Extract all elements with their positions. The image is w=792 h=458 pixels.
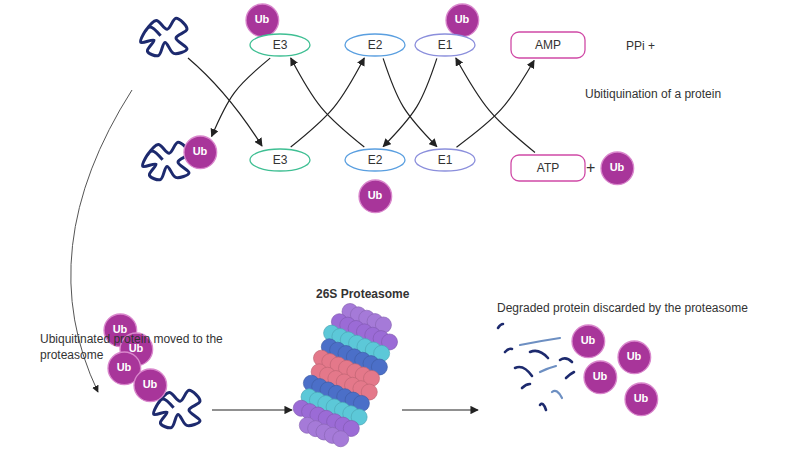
reaction-arrow <box>383 58 437 146</box>
node-label: Ub <box>455 14 470 25</box>
node-shape <box>415 34 475 56</box>
byproduct-label: PPi + <box>626 38 655 54</box>
node-label: Ub <box>193 146 208 157</box>
reaction-arrow <box>456 60 534 147</box>
node-label: Ub <box>143 379 158 390</box>
step-note: Degraded protein discarded by the protea… <box>497 300 748 316</box>
node-shape <box>134 369 167 402</box>
node-label: Ub <box>117 362 132 373</box>
ubiquitin-circle: Ub <box>571 324 606 359</box>
proteasome-26s <box>286 298 405 453</box>
step-note: Ubiquitinated protein moved to the prote… <box>40 331 240 363</box>
e1-enzyme: E1 <box>414 148 476 172</box>
protein <box>143 142 189 180</box>
arrow <box>212 409 292 410</box>
e1-enzyme: E1 <box>414 33 476 57</box>
node-label: Ub <box>634 393 649 404</box>
ubiquitin-circle: Ub <box>617 340 652 375</box>
e3-enzyme: E3 <box>249 33 311 57</box>
ubiquitin-circle: Ub <box>245 3 280 38</box>
arrow <box>402 409 478 410</box>
reaction-arrow <box>291 58 365 147</box>
node-label: AMP <box>535 39 561 51</box>
e3-enzyme: E3 <box>249 148 311 172</box>
node-shape <box>511 32 585 58</box>
plus-sign: + <box>586 157 595 179</box>
node-label: Ub <box>255 14 270 25</box>
node-label: ATP <box>537 162 559 174</box>
peptide-fragment <box>566 372 574 378</box>
node-shape <box>601 152 634 185</box>
ubiquitin-circle: Ub <box>183 135 218 170</box>
reaction-arrow <box>456 58 535 153</box>
process-title: Ubitiquination of a protein <box>585 86 721 102</box>
node-shape <box>511 155 585 181</box>
peptide-fragment <box>540 366 556 372</box>
node-label: Ub <box>610 162 625 173</box>
node-shape <box>359 180 392 213</box>
ubiquitin-circle: Ub <box>600 151 635 186</box>
node-label: Ub <box>627 351 642 362</box>
amp-box: AMP <box>510 31 586 59</box>
peptide-fragment <box>560 358 572 362</box>
proteasome-title: 26S Proteasome <box>316 286 409 302</box>
node-shape <box>415 149 475 171</box>
node-shape <box>618 341 651 374</box>
peptide-fragment <box>515 367 532 376</box>
atp-box: ATP <box>510 154 586 182</box>
proteasome-subunit <box>330 428 351 449</box>
ubiquitin-circle: Ub <box>133 368 168 403</box>
node-shape <box>250 149 310 171</box>
ubiquitin-circle: Ub <box>624 382 659 417</box>
node-shape <box>246 4 279 37</box>
reaction-arrow <box>212 58 271 136</box>
node-label: E2 <box>368 39 383 51</box>
node-label: Ub <box>593 371 608 382</box>
arrow <box>188 58 262 146</box>
node-shape <box>345 34 405 56</box>
peptide-fragment <box>552 391 562 398</box>
node-label: E1 <box>438 39 453 51</box>
node-shape <box>625 383 658 416</box>
ubiquitin-circle: Ub <box>358 179 393 214</box>
reaction-arrow <box>383 58 437 146</box>
node-shape <box>250 34 310 56</box>
node-shape <box>572 325 605 358</box>
ubiquitin-circle: Ub <box>445 3 480 38</box>
peptide-fragment <box>522 384 530 388</box>
node-shape <box>446 4 479 37</box>
protein <box>141 18 187 56</box>
node-label: E3 <box>273 39 288 51</box>
peptide-fragment <box>520 338 560 345</box>
reaction-arrow <box>291 58 365 147</box>
peptide-fragment <box>505 349 512 352</box>
node-label: E2 <box>368 154 383 166</box>
ubiquitin-circle: Ub <box>583 360 618 395</box>
e2-enzyme: E2 <box>344 33 406 57</box>
peptide-fragment <box>530 351 548 358</box>
node-shape <box>584 361 617 394</box>
e2-enzyme: E2 <box>344 148 406 172</box>
node-label: E1 <box>438 154 453 166</box>
node-label: Ub <box>368 190 383 201</box>
node-label: Ub <box>581 335 596 346</box>
node-shape <box>345 149 405 171</box>
node-shape <box>184 136 217 169</box>
node-label: E3 <box>273 154 288 166</box>
peptide-fragment <box>498 324 503 328</box>
peptide-fragment <box>540 404 546 410</box>
